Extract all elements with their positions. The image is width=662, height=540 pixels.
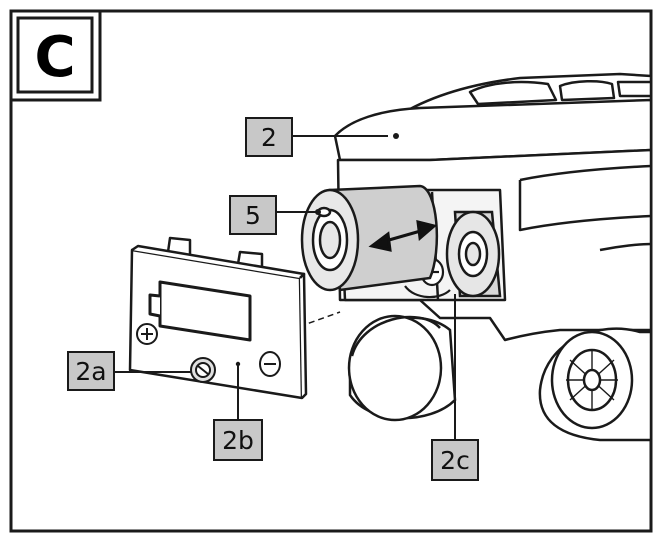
svg-text:5: 5 bbox=[245, 201, 261, 230]
callout-battery: 5 bbox=[229, 195, 277, 235]
double-arrow-icon bbox=[368, 220, 438, 252]
callout-cover: 2b bbox=[213, 419, 263, 461]
callout-screw: 2a bbox=[67, 351, 115, 391]
leader-dot-battery bbox=[315, 209, 321, 215]
minus-terminal-icon bbox=[259, 351, 281, 377]
installed-battery bbox=[445, 210, 502, 298]
battery-cover bbox=[128, 236, 308, 400]
svg-text:2c: 2c bbox=[440, 446, 470, 475]
plus-terminal-icon bbox=[136, 323, 158, 345]
loose-battery bbox=[300, 184, 439, 292]
svg-text:2b: 2b bbox=[222, 426, 254, 455]
panel-letter: C bbox=[34, 25, 75, 90]
callout-housing: 2 bbox=[245, 117, 293, 157]
svg-text:2: 2 bbox=[261, 123, 277, 152]
panel-label: C bbox=[9, 9, 102, 102]
cover-marker-dot bbox=[235, 361, 241, 367]
cover-screw bbox=[190, 357, 216, 383]
callout-contact: 2c bbox=[431, 439, 479, 481]
adjustment-knob bbox=[347, 314, 457, 422]
wheel bbox=[538, 327, 653, 442]
leader-lines bbox=[112, 135, 456, 440]
svg-text:2a: 2a bbox=[75, 357, 106, 386]
alignment-dash bbox=[289, 311, 341, 331]
leader-dot-housing bbox=[393, 133, 399, 139]
